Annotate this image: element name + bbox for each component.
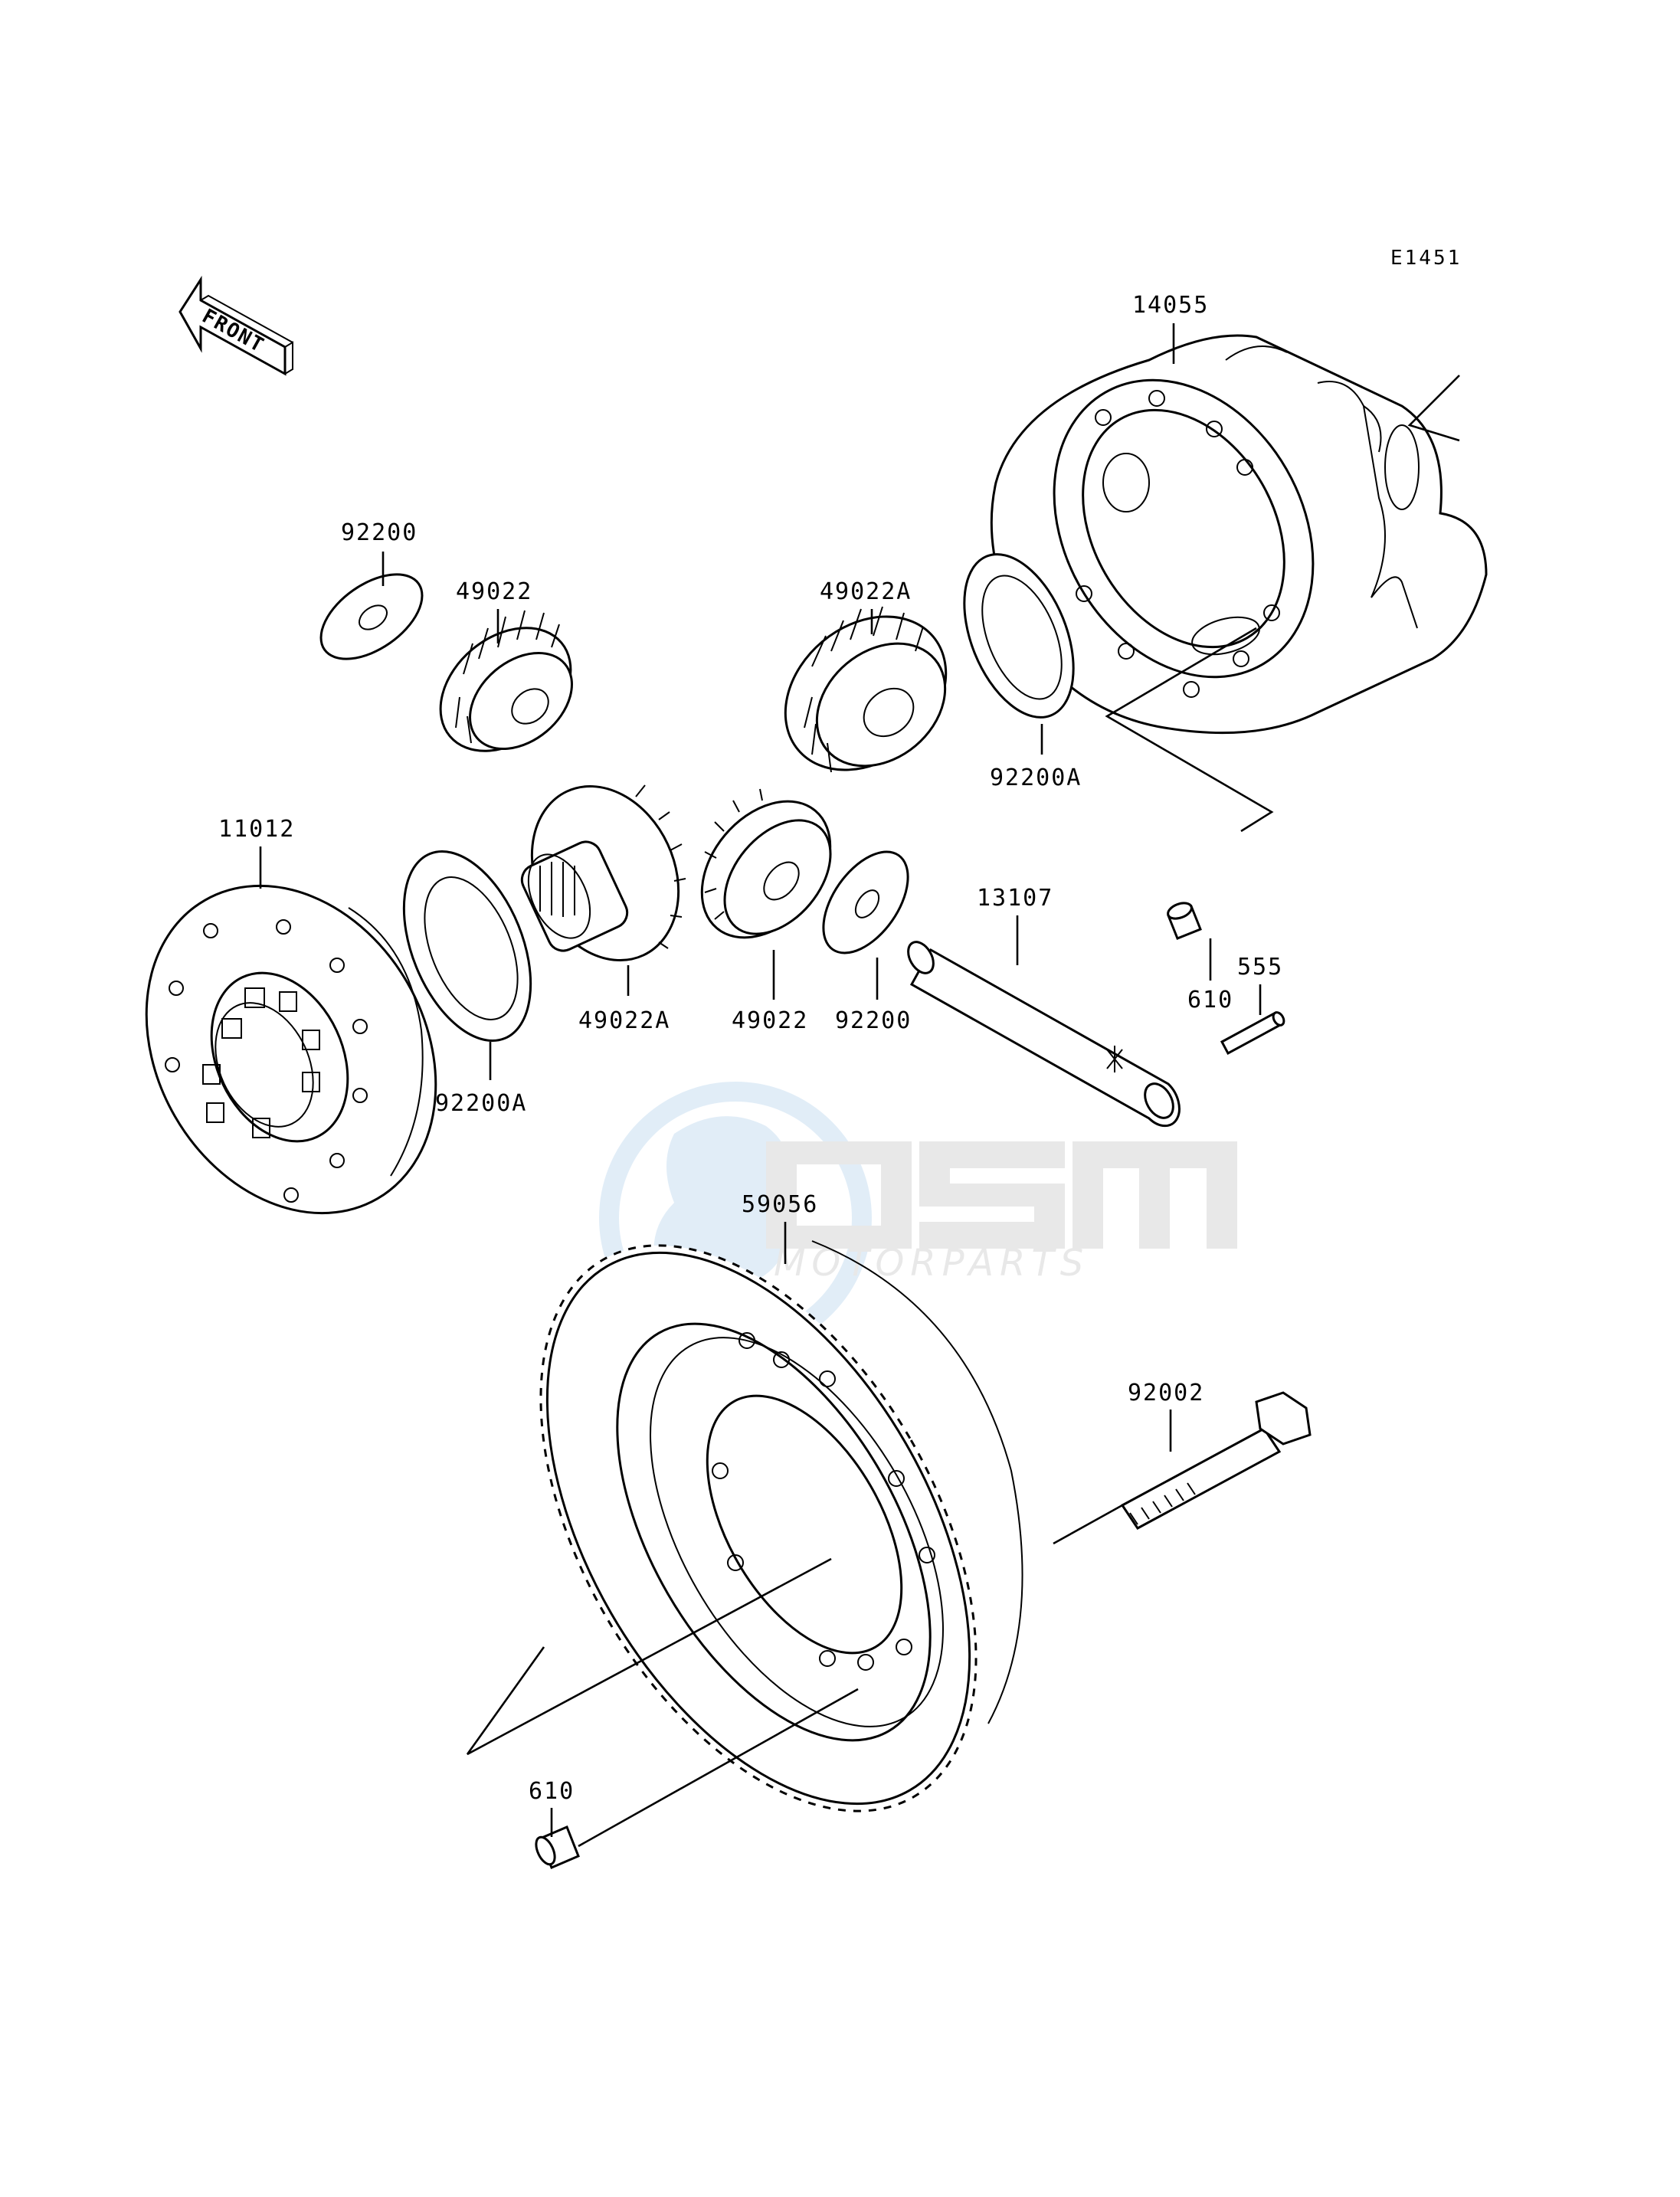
washer-92200A-left	[402, 850, 532, 1043]
label-92200A-right: 92200A	[990, 765, 1082, 791]
pinion-gear-49022-bottom	[700, 788, 832, 939]
washer-92200-top	[319, 573, 424, 660]
pin-555	[1220, 1010, 1285, 1056]
dowel-pin-610-top	[1167, 902, 1202, 940]
label-610-bottom: 610	[529, 1778, 575, 1805]
leader-lines	[259, 323, 1460, 1848]
label-49022-bottom: 49022	[732, 1007, 808, 1034]
label-49022-top: 49022	[456, 578, 532, 605]
watermark-brand-letters	[766, 1141, 1237, 1249]
washer-92200A-right	[963, 553, 1075, 719]
label-92002: 92002	[1128, 1380, 1204, 1406]
differential-cover-11012	[145, 884, 437, 1215]
watermark-subtitle: MOTORPARTS	[774, 1242, 1089, 1285]
label-555: 555	[1237, 954, 1283, 981]
label-92200A-left: 92200A	[435, 1090, 527, 1117]
washer-92200-bottom	[822, 850, 909, 954]
bolt-92002	[1120, 1391, 1312, 1530]
label-610-top: 610	[1187, 987, 1233, 1013]
diagram-code: E1451	[1390, 247, 1462, 270]
label-92200-top: 92200	[341, 519, 418, 546]
shaft-13107	[907, 941, 1181, 1128]
differential-case	[990, 334, 1488, 735]
label-59056: 59056	[742, 1191, 818, 1218]
dowel-pin-610-bottom	[535, 1825, 580, 1869]
label-13107: 13107	[977, 885, 1053, 912]
label-14055: 14055	[1132, 292, 1209, 319]
side-gear-49022A-top	[784, 606, 948, 773]
part-labels: 14055 92200 49022 49022A 92200A 11012 13…	[218, 292, 1283, 1805]
side-gear-49022A-bottom	[520, 784, 686, 962]
pinion-gear-49022-top	[439, 610, 573, 752]
label-49022A-bottom: 49022A	[578, 1007, 670, 1034]
label-49022A-top: 49022A	[820, 578, 912, 605]
label-92200-bottom: 92200	[835, 1007, 912, 1034]
ring-gear-59056	[539, 1240, 1023, 1812]
label-11012: 11012	[218, 816, 295, 843]
front-arrow-icon: FRONT	[178, 275, 293, 376]
